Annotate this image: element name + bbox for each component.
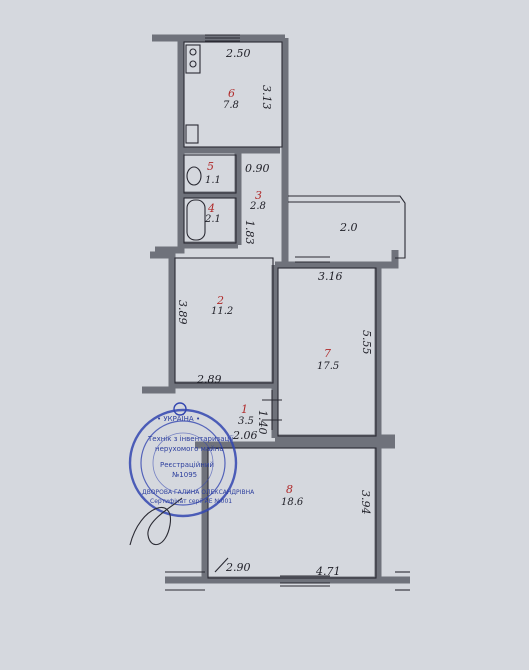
stamp-reg-label: Реєстраційний <box>160 461 214 469</box>
dim-kitchen-length: 3.13 <box>260 85 273 110</box>
room-4-area: 2.1 <box>205 214 221 225</box>
dim-room8-left: 2.90 <box>226 561 251 574</box>
walls <box>142 34 410 584</box>
stamp-reg-no: №1095 <box>172 471 198 479</box>
sink-icon <box>185 124 199 144</box>
dim-room2-width: 2.89 <box>197 373 222 386</box>
dim-hall-len: 1.40 <box>256 410 269 435</box>
dim-room8-height: 3.94 <box>359 490 372 515</box>
dim-room8-width: 4.71 <box>316 565 341 578</box>
stamp-cert: Сертифікат серії АЕ №001 <box>150 498 233 505</box>
room-6-number: 6 <box>228 87 235 100</box>
room-5-area: 1.1 <box>205 175 221 186</box>
room-6-area: 7.8 <box>223 100 239 111</box>
seal-stamp <box>128 402 238 518</box>
room-7-number: 7 <box>324 347 331 360</box>
stamp-center-line1: Технік з інвентаризації <box>148 435 234 443</box>
wall-room7-top <box>275 250 399 269</box>
room-7-area: 17.5 <box>317 361 340 372</box>
wall-room2-left <box>142 251 176 394</box>
plan-lines <box>165 34 410 591</box>
stove-icon <box>185 44 201 74</box>
stamp-center-line2: нерухомого майна <box>155 445 224 453</box>
room-2-area: 11.2 <box>211 306 234 317</box>
balcony-outline <box>288 195 406 259</box>
wall-room8-left <box>195 441 209 580</box>
room-5-number: 5 <box>207 160 214 173</box>
dim-room7-width: 3.16 <box>318 270 343 283</box>
room-1-number: 1 <box>241 403 248 416</box>
bathtub-icon <box>186 199 206 241</box>
dim-hall-width: 2.06 <box>233 429 258 442</box>
dim-room7-height: 5.55 <box>360 330 373 355</box>
room-8-number: 8 <box>286 483 293 496</box>
dim-balcony: 2.0 <box>340 221 358 234</box>
dim-kitchen-width: 2.50 <box>226 47 251 60</box>
room-1-area: 3.5 <box>238 416 254 427</box>
dim-wc-width: 0.90 <box>245 162 270 175</box>
room-3-area: 2.8 <box>250 201 266 212</box>
stamp-ring-top: • УКРАЇНА • <box>157 415 201 423</box>
stamp-name: ДВОРОВА ГАЛИНА ОЛЕКСАНДРІВНА <box>142 489 255 496</box>
signature <box>129 497 183 546</box>
room-4-number: 4 <box>208 202 215 215</box>
toilet-icon <box>186 166 202 186</box>
dim-room2-height: 3.89 <box>176 300 189 325</box>
dim-corridor: 1.83 <box>243 220 256 245</box>
room-3-number: 3 <box>255 189 262 202</box>
room-8-area: 18.6 <box>281 497 304 508</box>
wall-kitchen-left <box>152 34 185 254</box>
room-2-number: 2 <box>217 294 224 307</box>
